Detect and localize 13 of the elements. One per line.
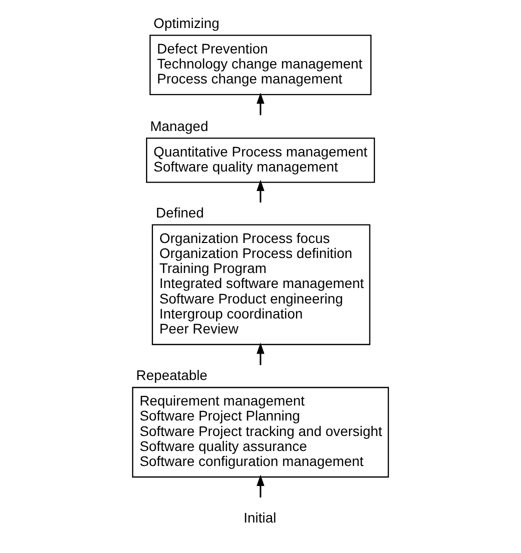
node-label: Managed	[150, 118, 208, 134]
arrow	[256, 342, 264, 366]
node-label: Defined	[156, 204, 204, 220]
arrow	[256, 92, 264, 116]
arrow	[256, 474, 264, 498]
node-box: Defect Prevention Technology change management Process change management	[150, 34, 372, 96]
node-box: Quantitative Process management Software quality management	[146, 138, 375, 183]
node-box: Requirement management Software Project Planning Software Project tracking and oversight Software quality assurance Software configuration management	[132, 386, 389, 478]
node-text: Initial	[244, 509, 276, 526]
arrow	[256, 180, 264, 203]
node-label: Optimizing	[154, 14, 220, 31]
node-label: Repeatable	[136, 367, 208, 384]
node-box: Organization Process focus Organization Process definition Training Program Integrated software management Software Product engineering Intergroup coordination Peer Review	[152, 224, 370, 346]
